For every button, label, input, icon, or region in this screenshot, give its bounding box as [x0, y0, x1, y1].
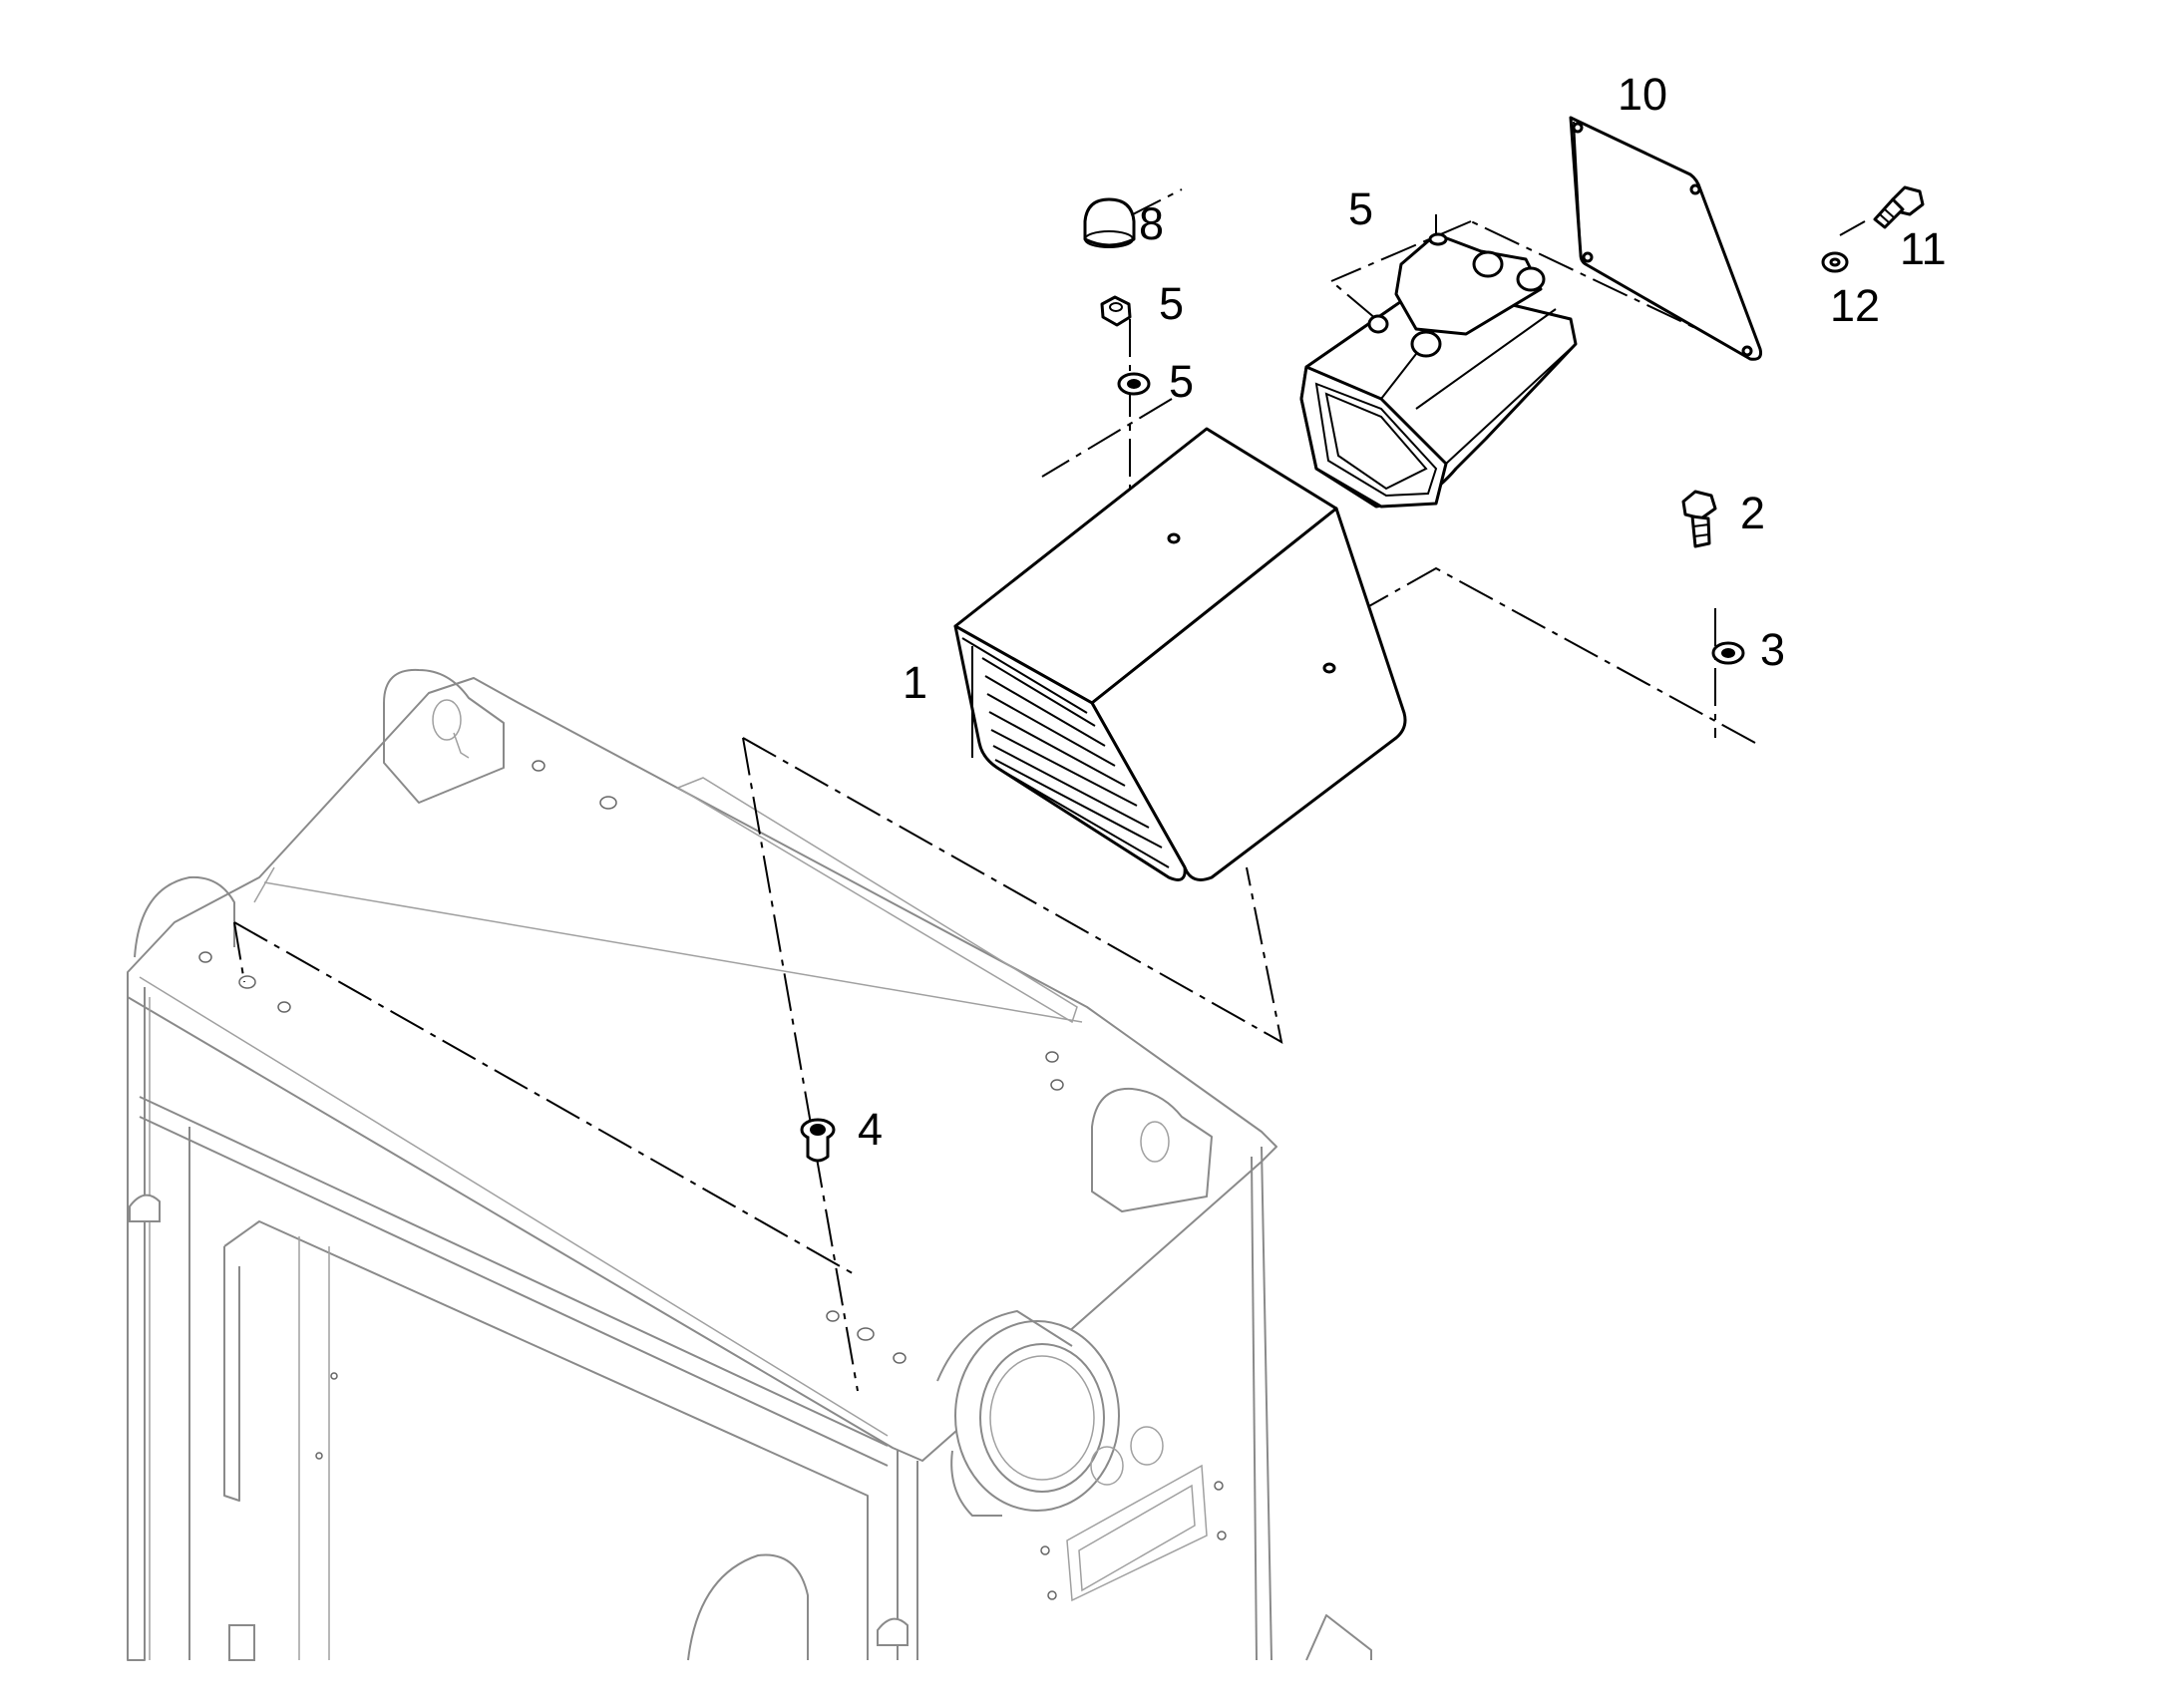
leader-lines [233, 188, 1866, 1392]
housing-louvres [971, 646, 1170, 868]
part-5-washer [1117, 372, 1151, 396]
callout-11: 11 [1900, 223, 1947, 274]
callout-5-lamp: 5 [1348, 183, 1373, 234]
leader-cover-screw [1330, 280, 1377, 320]
part-4-bushing [800, 1118, 836, 1163]
callout-1: 1 [903, 657, 927, 708]
part-10-cover-plate [1569, 116, 1762, 361]
part-11-screw [1873, 185, 1925, 229]
leader-bushing-vertical [742, 737, 859, 1392]
leader-lamp-to-housing [1041, 398, 1173, 478]
part-3-washer [1711, 641, 1745, 665]
callout-12: 12 [1830, 280, 1880, 331]
housing-top-hole [1167, 532, 1181, 544]
housing-side-hole [1322, 662, 1336, 674]
leader-lamp-to-cover [1126, 188, 1183, 218]
part-8-cap [1083, 197, 1136, 248]
radiator-frame [127, 668, 1372, 1661]
callout-5-nut: 5 [1159, 278, 1184, 329]
callout-10: 10 [1618, 69, 1667, 120]
callout-4: 4 [858, 1104, 883, 1155]
part-1-housing [953, 427, 1407, 881]
callout-labels: 1 2 3 4 5 5 5 8 10 11 12 [858, 69, 1947, 1155]
leader-frame-hole-diagonal [233, 921, 859, 1277]
callout-2: 2 [1740, 488, 1765, 538]
part-5-nut [1100, 295, 1132, 327]
part-5-lamp [1299, 214, 1578, 509]
leader-housing-to-frame [742, 737, 1283, 1044]
callout-5-washer: 5 [1169, 356, 1194, 407]
part-2-bolt [1681, 490, 1717, 548]
leader-cover-to-bolt [1330, 220, 1472, 282]
part-12-washer [1821, 251, 1849, 273]
leader-screw-to-washer [1839, 220, 1866, 236]
callout-3: 3 [1760, 624, 1785, 675]
callout-8: 8 [1139, 198, 1164, 249]
leader-frame-hole-left [233, 921, 245, 983]
